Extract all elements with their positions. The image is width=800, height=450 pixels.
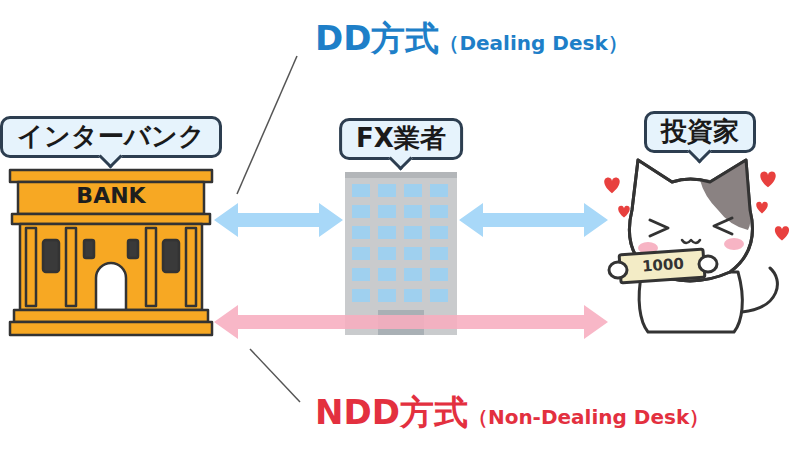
building-window — [378, 268, 396, 281]
bank-building — [10, 322, 212, 335]
cat-illustration — [609, 262, 627, 278]
node-heading: インターバンク — [17, 121, 205, 151]
building-window — [378, 205, 396, 218]
cat-illustration — [604, 160, 789, 332]
node-heading: 投資家 — [661, 116, 739, 146]
leader-line — [237, 56, 300, 402]
bank-column — [26, 228, 36, 306]
leader-line — [250, 349, 300, 402]
bank-building — [84, 240, 94, 258]
building-window — [352, 226, 370, 239]
heart — [756, 202, 768, 214]
banknote-value: 1000 — [641, 255, 684, 276]
cat-illustration — [724, 238, 744, 250]
cat-illustration — [650, 220, 668, 236]
building-window — [352, 184, 370, 197]
office-building — [345, 172, 457, 335]
office-building — [352, 184, 448, 302]
building-window — [378, 226, 396, 239]
building-window — [352, 268, 370, 281]
building-window — [430, 184, 448, 197]
double-arrow — [214, 305, 608, 339]
cat-illustration — [682, 240, 700, 243]
building-window — [352, 289, 370, 302]
heart — [604, 178, 619, 194]
heart — [775, 226, 789, 240]
building-window — [404, 205, 422, 218]
double-arrow — [214, 203, 343, 237]
building-window — [404, 226, 422, 239]
entity-node: 投資家 — [610, 165, 790, 335]
bank-building — [20, 224, 202, 310]
bank-building — [12, 214, 210, 224]
building-window — [404, 268, 422, 281]
method-text: DD方式 — [315, 16, 439, 60]
building-window — [352, 205, 370, 218]
building-window — [404, 184, 422, 197]
cat-illustration — [699, 256, 717, 272]
node-heading: FX業者 — [356, 123, 446, 153]
bank-building — [10, 170, 212, 182]
building-window — [378, 289, 396, 302]
method-label: DD方式（Dealing Desk） — [315, 16, 628, 60]
callout-bubble: FX業者 — [339, 118, 463, 160]
entity-node: インターバンクBANK — [10, 170, 212, 335]
building-window — [404, 247, 422, 260]
bank-column — [66, 228, 76, 306]
building-window — [352, 247, 370, 260]
cat-illustration — [742, 268, 777, 312]
bank-column — [186, 228, 196, 306]
building-window — [404, 289, 422, 302]
cat-illustration — [604, 172, 789, 241]
leader-line — [237, 56, 297, 194]
heart — [618, 206, 630, 218]
method-label: NDD方式（Non-Dealing Desk） — [315, 390, 709, 434]
building-window — [378, 247, 396, 260]
building-window — [430, 268, 448, 281]
entity-node: FX業者 — [345, 172, 457, 335]
bank-building — [96, 263, 126, 310]
method-text: （Non-Dealing Desk） — [468, 402, 709, 432]
office-building — [345, 172, 457, 335]
bank-building — [43, 240, 59, 272]
callout-bubble: 投資家 — [644, 111, 756, 153]
building-window — [378, 184, 396, 197]
cat-illustration — [619, 249, 705, 283]
double-arrow — [459, 203, 608, 237]
bank-column — [146, 228, 156, 306]
bank-building — [14, 310, 208, 322]
cat-illustration — [714, 218, 732, 234]
bank-building — [128, 240, 138, 258]
building-window — [430, 226, 448, 239]
bank-sign: BANK — [10, 183, 212, 209]
callout-bubble: インターバンク — [0, 116, 222, 158]
building-window — [430, 205, 448, 218]
bank-building — [163, 240, 179, 272]
building-window — [430, 289, 448, 302]
method-text: NDD方式 — [315, 390, 468, 434]
method-text: （Dealing Desk） — [439, 28, 627, 58]
building-window — [430, 247, 448, 260]
bank-building — [10, 170, 212, 335]
office-building — [345, 172, 457, 178]
heart — [760, 172, 775, 188]
